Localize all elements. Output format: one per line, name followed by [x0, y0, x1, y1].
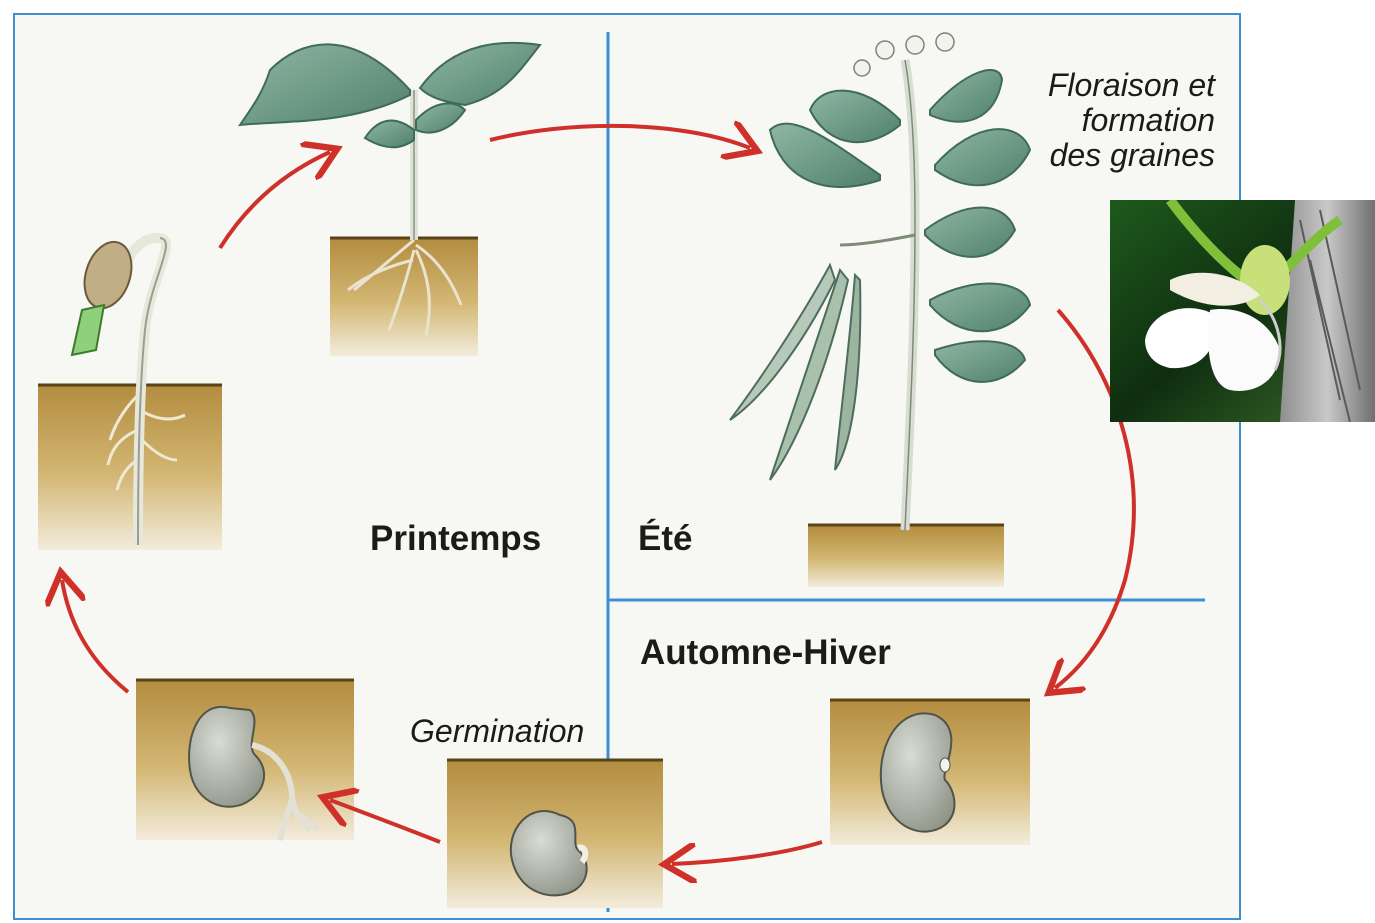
flower-bud [876, 41, 894, 59]
bean-flower-photo [1110, 200, 1375, 422]
flower-bud [936, 33, 954, 51]
label-flowering: Floraison et formation des graines [1010, 68, 1215, 173]
germinating-seed-illustration [136, 680, 354, 840]
sprouting-seed-illustration [447, 760, 663, 908]
soil-block [808, 525, 1004, 587]
flower-bud [906, 36, 924, 54]
label-germination: Germination [410, 713, 584, 750]
dormant-seed-illustration [830, 700, 1030, 845]
bean-seed [189, 707, 264, 807]
label-autumn-winter: Automne-Hiver [640, 633, 891, 673]
flower-bud [854, 60, 870, 76]
soil-block [330, 238, 478, 356]
label-summer: Été [638, 519, 692, 559]
label-flowering-line1: Floraison et [1010, 68, 1215, 103]
label-flowering-line3: des graines [1010, 138, 1215, 173]
label-flowering-line2: formation [1010, 103, 1215, 138]
label-spring: Printemps [370, 519, 541, 559]
